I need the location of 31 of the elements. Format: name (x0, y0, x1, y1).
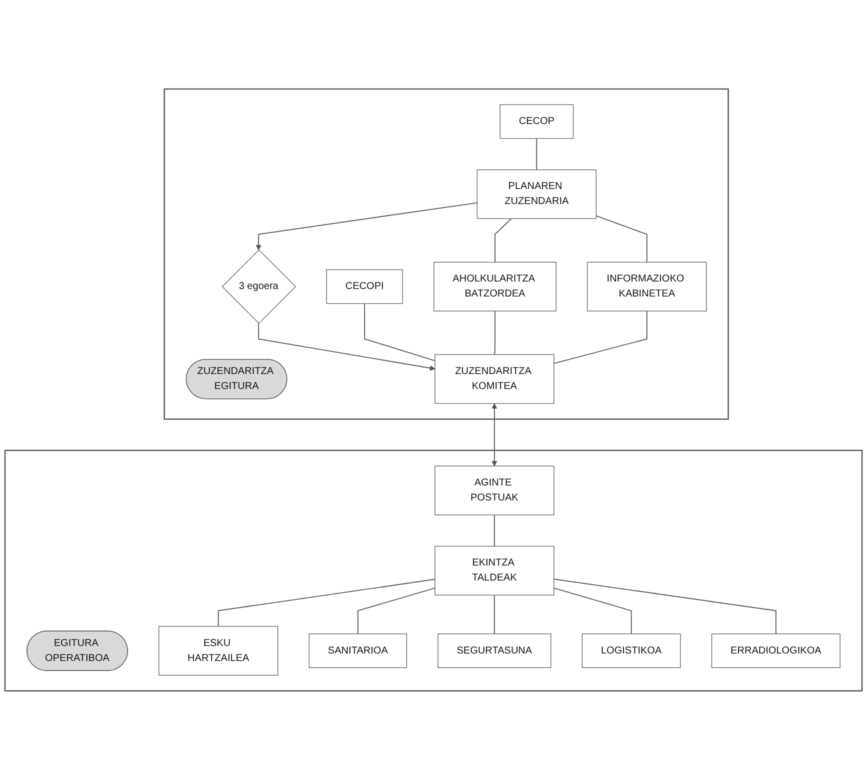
connector (596, 214, 648, 262)
connector (494, 594, 495, 634)
node-box: ZUZENDARITZA KOMITEA (434, 354, 554, 404)
connector (364, 302, 436, 361)
node-box: ERRADIOLOGIKOA (711, 633, 840, 668)
node-box: CECOPI (326, 268, 403, 304)
connector (553, 578, 776, 634)
node-box: AHOLKULARITZA BATZORDEA (434, 261, 556, 311)
node-box: LOGISTIKOA (582, 633, 681, 668)
node-box: ESKU HARTZAILEA (158, 626, 278, 676)
connector (536, 138, 538, 170)
connector (494, 310, 496, 355)
node-box: AGINTE POSTUAK (434, 465, 554, 515)
node-box: CECOP (500, 104, 574, 138)
arrow (258, 322, 436, 370)
cluster (4, 449, 863, 692)
connector (494, 514, 495, 546)
node-box: SEGURTASUNA (438, 633, 552, 668)
connector (553, 587, 632, 634)
arrow (492, 403, 498, 466)
node-box: EKINTZA TALDEAK (434, 545, 554, 595)
node-diamond: 3 egoera (222, 249, 296, 324)
arrow (256, 202, 478, 250)
node-box: PLANAREN ZUZENDARIA (476, 169, 596, 218)
connector (494, 218, 512, 262)
connector (553, 310, 648, 364)
node-box: SANITARIOA (308, 633, 407, 668)
connector (218, 578, 436, 626)
node-box: INFORMAZIOKO KABINETEA (587, 261, 707, 311)
connector (357, 587, 436, 634)
cluster (164, 88, 729, 420)
